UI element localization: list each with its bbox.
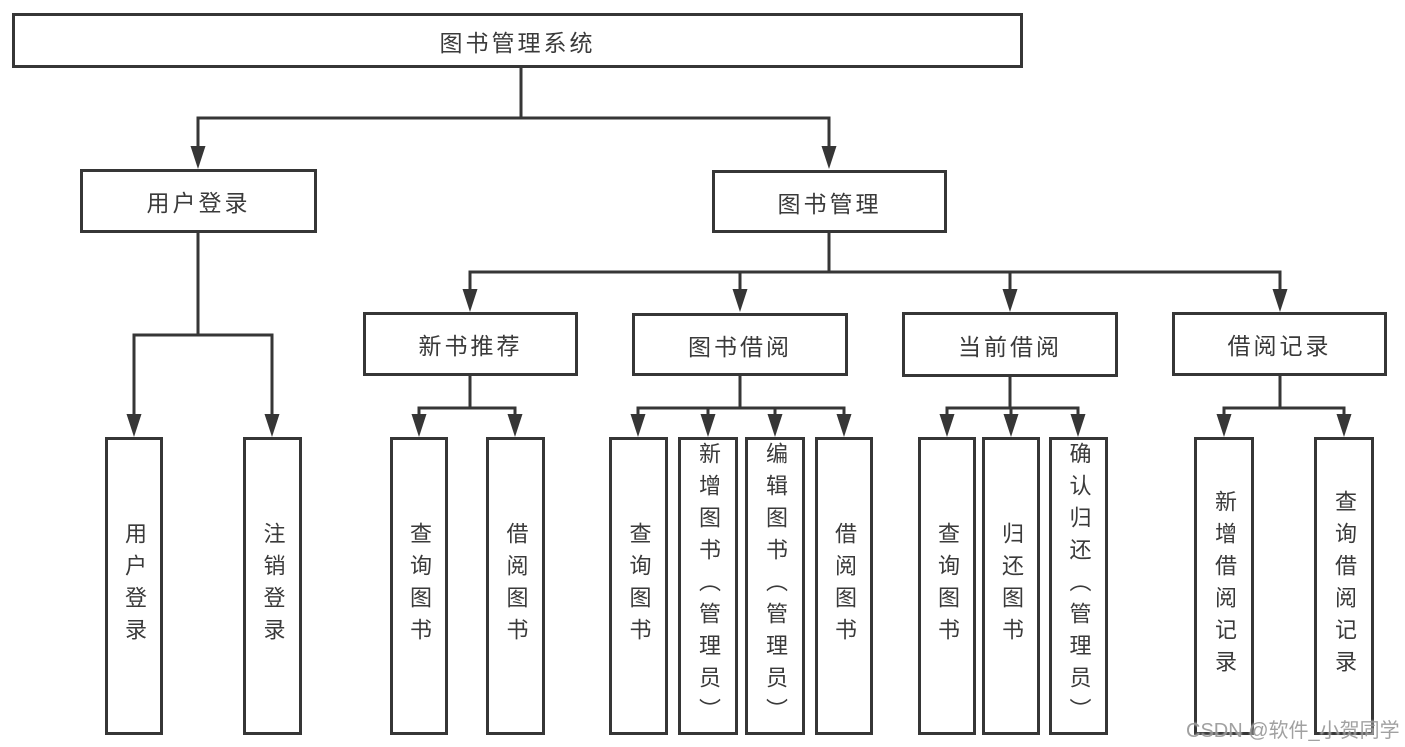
node-root-title: 图书管理系统 [12,13,1023,68]
leaf-logout-login: 注销登录 [243,437,302,735]
leaf-recommend-borrow-book-label: 借阅图书 [503,522,529,650]
leaf-current-query-book-label: 查询图书 [935,522,960,650]
leaf-edit-book-admin-label: 编辑图书（管理员） [763,442,788,730]
leaf-recommend-query-book: 查询图书 [390,437,448,735]
node-current-borrow: 当前借阅 [902,312,1118,377]
leaf-recommend-query-book-label: 查询图书 [407,522,432,650]
node-book-borrow: 图书借阅 [632,313,848,376]
node-user-login: 用户登录 [80,169,317,233]
leaf-borrow-query-book-label: 查询图书 [626,522,652,650]
leaf-recommend-borrow-book: 借阅图书 [486,437,545,735]
leaf-add-book-admin-label: 新增图书（管理员） [696,442,721,730]
leaf-confirm-return-admin: 确认归还（管理员） [1049,437,1108,735]
node-root-label: 图书管理系统 [439,29,596,56]
node-book-management: 图书管理 [712,170,947,233]
node-current-borrow-label: 当前借阅 [958,333,1062,360]
node-borrow-records: 借阅记录 [1172,312,1387,376]
leaf-add-borrow-record-label: 新增借阅记录 [1212,490,1237,682]
leaf-return-book: 归还图书 [982,437,1040,735]
node-book-borrow-label: 图书借阅 [688,333,792,360]
node-user-login-label: 用户登录 [146,190,251,216]
node-book-management-label: 图书管理 [777,190,882,217]
leaf-borrow-book-label: 借阅图书 [832,522,857,650]
leaf-user-login-label: 用户登录 [122,522,147,650]
leaf-add-book-admin: 新增图书（管理员） [678,437,738,735]
watermark: CSDN @软件_小贺同学 [1186,720,1400,742]
arrowheads [126,146,1352,437]
leaf-borrow-query-book: 查询图书 [609,437,668,735]
leaf-edit-book-admin: 编辑图书（管理员） [745,437,805,735]
node-new-book-recommend-label: 新书推荐 [418,333,523,359]
leaf-return-book-label: 归还图书 [999,522,1024,650]
node-new-book-recommend: 新书推荐 [363,312,578,376]
leaf-user-login: 用户登录 [105,437,163,735]
leaf-add-borrow-record: 新增借阅记录 [1194,437,1254,735]
leaf-query-borrow-record-label: 查询借阅记录 [1332,490,1357,682]
leaf-confirm-return-admin-label: 确认归还（管理员） [1066,442,1092,730]
leaf-borrow-book: 借阅图书 [815,437,873,735]
leaf-query-borrow-record: 查询借阅记录 [1314,437,1374,735]
leaf-logout-login-label: 注销登录 [260,522,286,650]
node-borrow-records-label: 借阅记录 [1227,333,1332,359]
leaf-current-query-book: 查询图书 [918,437,976,735]
